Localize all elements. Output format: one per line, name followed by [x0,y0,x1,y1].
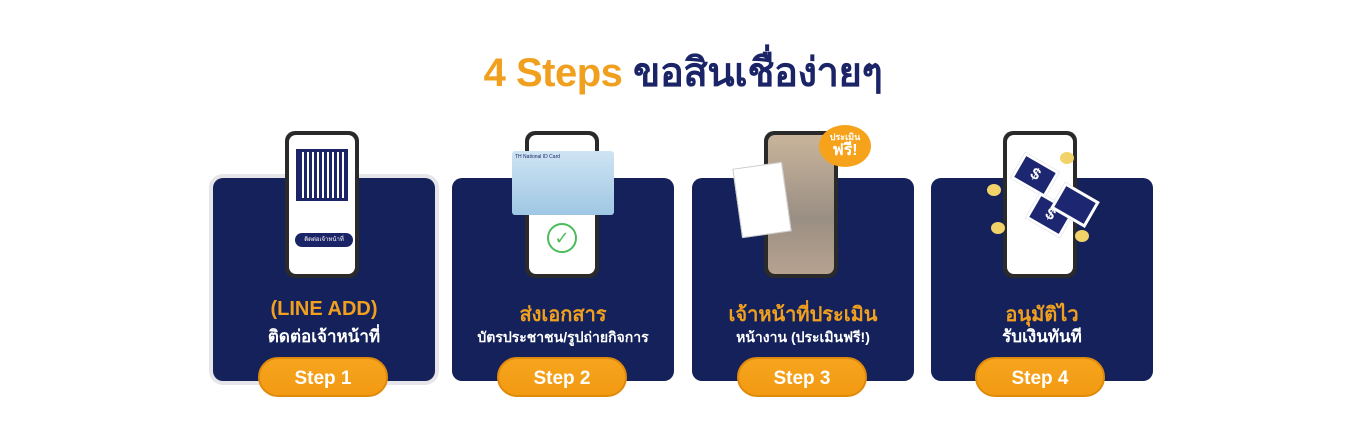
step-heading: (LINE ADD) [270,298,378,320]
free-assessment-badge: ประเมินฟรี! [819,125,871,167]
step-heading: ส่งเอกสาร [519,304,607,326]
coin-icon [1075,230,1089,242]
page-title: 4 Steps ขอสินเชื่อง่ายๆ [483,51,883,95]
coin-icon [991,222,1005,234]
step-subheading: รับเงินทันที [1002,327,1082,346]
checklist-icon [732,161,792,239]
step-subheading: บัตรประชาชน/รูปถ่ายกิจการ [477,329,649,345]
step-2-button[interactable]: Step 2 [497,357,627,397]
coin-icon [987,184,1001,196]
id-card-icon: TH National ID Card [512,151,614,215]
step-heading: เจ้าหน้าที่ประเมิน [728,304,878,326]
step-subheading: หน้างาน (ประเมินฟรี!) [736,329,870,345]
phone-qr-illustration: ติดต่อเจ้าหน้าที่ [285,131,359,278]
step-subheading: ติดต่อเจ้าหน้าที่ [267,327,381,346]
contact-staff-button: ติดต่อเจ้าหน้าที่ [295,233,353,247]
step-4-button[interactable]: Step 4 [975,357,1105,397]
step-1-button[interactable]: Step 1 [258,357,388,397]
step-heading: อนุมัติไว [1005,304,1079,326]
step-3-button[interactable]: Step 3 [737,357,867,397]
qr-code-icon [296,149,348,201]
check-icon: ✓ [547,223,577,253]
coin-icon [1060,152,1074,164]
